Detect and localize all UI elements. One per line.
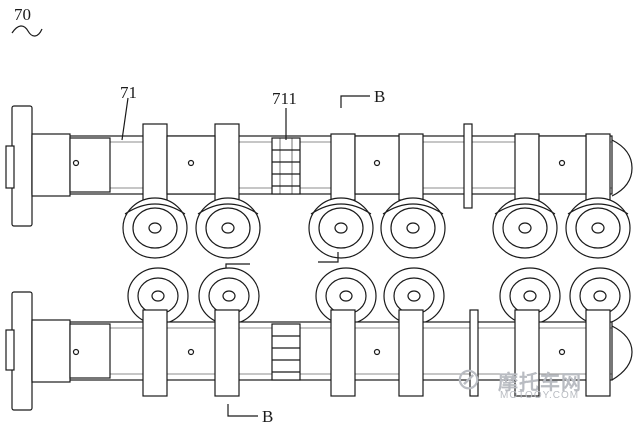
- watermark-sub: MOTOOY.COM: [500, 390, 580, 401]
- bottom-segment-711: [271, 323, 301, 381]
- top-followers: [122, 197, 631, 259]
- section-mark-top: [340, 95, 370, 108]
- leader-71: [121, 97, 129, 141]
- label-section-bottom: B: [262, 407, 274, 426]
- top-bearing-rings: [142, 123, 611, 209]
- label-segment-711: 711: [272, 89, 297, 108]
- bottom-camshaft: [5, 291, 633, 411]
- section-mark-middle-1: [318, 252, 339, 263]
- figure-number: 70: [14, 5, 31, 24]
- section-mark-bottom: [227, 404, 258, 417]
- label-section-top: B: [374, 87, 386, 106]
- watermark-main: 摩托车网: [498, 372, 582, 394]
- figure-leader-squiggle: [11, 25, 43, 37]
- top-segment-711: [271, 137, 301, 195]
- label-camshaft-71: 71: [120, 83, 137, 102]
- bottom-followers: [127, 267, 631, 325]
- top-camshaft: [5, 105, 633, 227]
- watermark-logo-icon: ⊘: [456, 363, 482, 396]
